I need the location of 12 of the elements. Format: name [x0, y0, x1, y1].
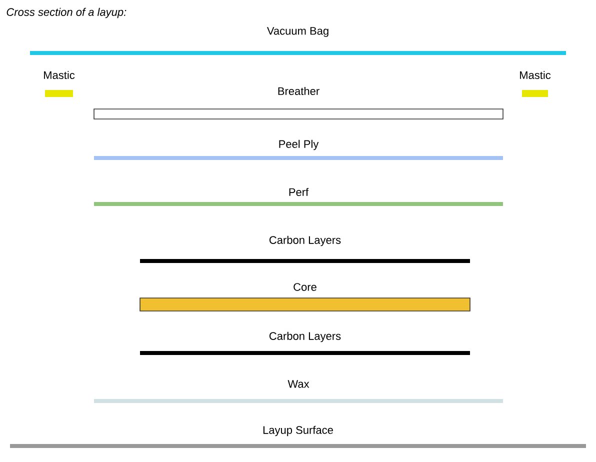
layer-label: Peel Ply [279, 140, 319, 150]
layer-label: Layup Surface [263, 426, 333, 436]
layer-label: Mastic [520, 70, 551, 80]
layer-label: Vacuum Bag [266, 27, 328, 37]
layer-label: Core [294, 283, 316, 291]
layer-label: Carbon Layers [270, 332, 341, 342]
layer-label: Wax [288, 380, 310, 388]
layer-label: Mastic [44, 70, 75, 80]
layer-label: Perf [289, 188, 309, 196]
layer-label: Carbon Layers [270, 236, 341, 246]
title: Cross section of a layup: [6, 8, 126, 18]
layer-label: Breather [278, 86, 320, 96]
